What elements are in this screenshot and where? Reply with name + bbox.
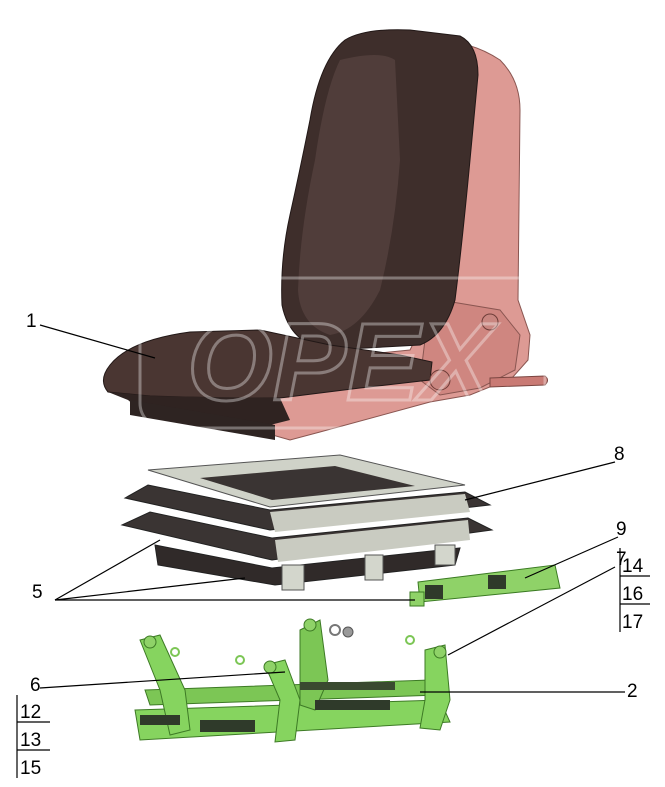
seat-assembly xyxy=(103,29,548,441)
callout-9: 9 xyxy=(616,519,627,540)
callout-8: 8 xyxy=(614,444,625,465)
watermark-text: OPEX xyxy=(187,301,498,424)
suspension-bellows xyxy=(120,454,494,591)
washer-2 xyxy=(342,626,354,638)
leader-1 xyxy=(39,324,156,359)
callout-15: 15 xyxy=(20,758,41,779)
leader-lines xyxy=(16,324,650,778)
bracket-clip-1 xyxy=(425,585,443,599)
leader-5a xyxy=(54,539,161,601)
leader-8 xyxy=(464,461,616,501)
leader-6 xyxy=(39,671,286,689)
callout-14: 14 xyxy=(622,556,644,577)
scissor-arm-right xyxy=(419,644,451,731)
pivot-bolt xyxy=(429,369,451,391)
leader-7 xyxy=(447,566,616,656)
bracket-clip-2 xyxy=(488,575,506,589)
callout-17: 17 xyxy=(622,612,643,633)
base-bolt-3 xyxy=(433,645,447,659)
roller-4 xyxy=(300,682,395,690)
washer-4 xyxy=(170,647,180,657)
roller-2 xyxy=(315,700,390,710)
bellows-bracket-left xyxy=(281,564,305,591)
bellows-fold-lower xyxy=(120,511,494,561)
seat-cushion-side xyxy=(108,392,290,425)
roller-3 xyxy=(140,715,180,725)
washer-3 xyxy=(235,655,245,665)
callout-2: 2 xyxy=(627,681,638,702)
callout-5: 5 xyxy=(32,582,43,603)
leader-5b xyxy=(54,577,246,601)
callout-16: 16 xyxy=(622,584,643,605)
bellows-fold-upper xyxy=(123,484,492,531)
green-bracket xyxy=(409,564,561,607)
callout-13: 13 xyxy=(20,730,41,751)
bellows-fold-upper-face xyxy=(270,494,470,532)
bellows-bracket-far xyxy=(434,544,456,566)
base-bolt-4 xyxy=(303,618,317,632)
leader-9 xyxy=(524,536,619,579)
bellows-bracket-right xyxy=(364,554,384,581)
callout-7: 7 xyxy=(616,549,627,570)
callout-1: 1 xyxy=(26,311,37,332)
pivot-bolt-2 xyxy=(481,313,499,331)
seat-cushion xyxy=(103,329,433,399)
callout-12: 12 xyxy=(20,702,41,723)
bracket-tab xyxy=(409,591,425,607)
seat-rail xyxy=(130,400,275,440)
roller-1 xyxy=(200,720,255,732)
backrest-highlight xyxy=(298,55,400,335)
washer-5 xyxy=(405,635,415,645)
scissor-arm-mid xyxy=(264,659,301,743)
callout-labels: 1 8 9 7 14 16 17 5 6 2 12 13 15 xyxy=(20,311,644,779)
scissor-arm-left xyxy=(139,634,191,736)
callout-6: 6 xyxy=(30,675,41,696)
adjust-lever xyxy=(489,375,548,388)
base-bolt-1 xyxy=(143,635,157,649)
bellows-fold-lower-face xyxy=(275,520,470,562)
watermark: OPEX xyxy=(138,276,547,430)
base-mechanism xyxy=(134,618,451,743)
washer-1 xyxy=(329,624,341,636)
watermark-frame xyxy=(138,276,547,430)
bellows-top-plate-inner xyxy=(200,466,415,500)
base-bolt-2 xyxy=(263,660,277,674)
